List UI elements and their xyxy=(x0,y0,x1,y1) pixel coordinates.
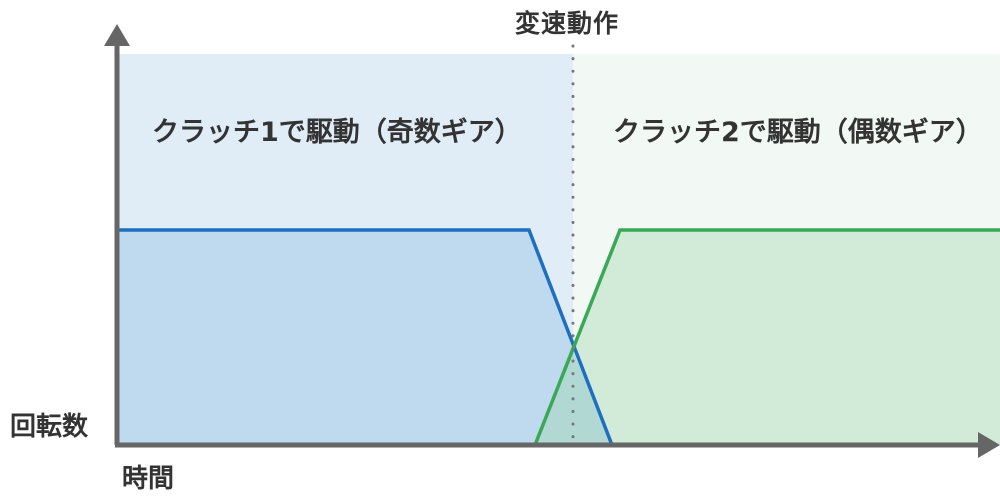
shift-action-label: 変速動作 xyxy=(515,9,620,38)
clutch1-area xyxy=(117,230,612,445)
x-axis-arrow-icon xyxy=(978,432,1000,458)
y-axis-arrow-icon xyxy=(104,24,130,46)
overlap-area xyxy=(535,346,612,445)
clutch1-region-label: クラッチ1で駆動（奇数ギア） xyxy=(152,117,522,148)
clutch2-area xyxy=(535,230,1000,445)
clutch2-speed-line xyxy=(533,228,1000,446)
clutch2-region-label: クラッチ2で駆動（偶数ギア） xyxy=(613,117,983,148)
y-axis-label: 回転数 xyxy=(10,412,89,442)
clutch1-speed-line xyxy=(117,228,614,446)
x-axis-label: 時間 xyxy=(122,464,175,494)
